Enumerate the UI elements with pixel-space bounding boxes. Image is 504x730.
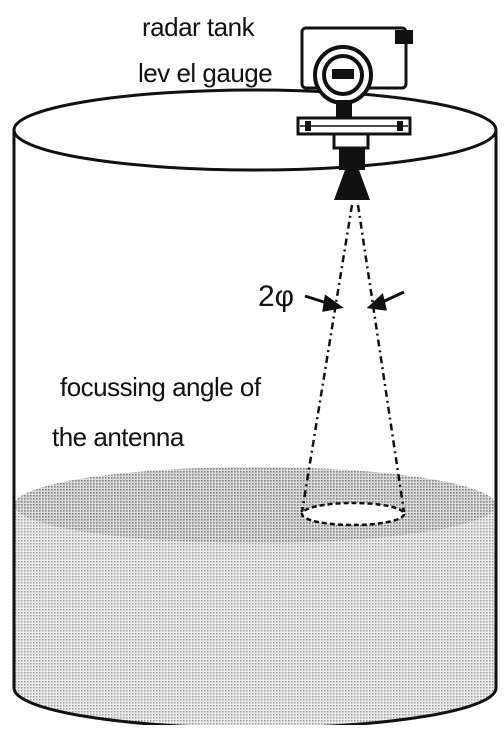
angle-symbol-label: 2φ (258, 280, 295, 313)
arrow-right-head (366, 293, 387, 311)
beam-footprint (300, 501, 406, 527)
beam-right-edge (356, 204, 406, 513)
angle-label-line1: focussing angle of (60, 372, 261, 402)
horn-antenna (334, 170, 370, 200)
gauge-stem (339, 148, 365, 170)
liquid-surface (14, 467, 496, 543)
angle-label-line2: the antenna (52, 422, 184, 452)
gauge-label-line1: radar tank (142, 12, 255, 42)
liquid (14, 467, 496, 728)
radar-beam (300, 204, 406, 513)
gauge-neck (336, 100, 352, 118)
arrow-left-head (322, 294, 344, 312)
angle-arrows (304, 290, 405, 312)
gauge-cable-gland (395, 30, 413, 44)
radar-gauge (296, 26, 413, 200)
beam-left-edge (300, 204, 354, 513)
tank-top-rim (12, 88, 498, 172)
tank (12, 88, 498, 730)
gauge-adapter (332, 132, 370, 150)
gauge-display (332, 69, 354, 79)
gauge-label-line2: lev el gauge (138, 58, 273, 88)
